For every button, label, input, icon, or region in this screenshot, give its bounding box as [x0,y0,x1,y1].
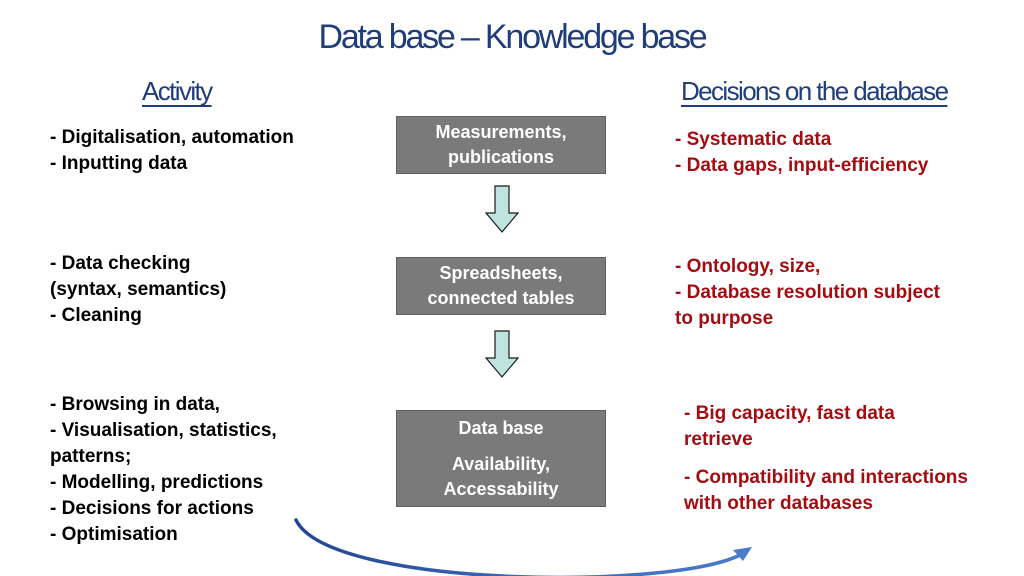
list-item: - Cleaning [50,305,142,326]
decisions-group-1: - Systematic data - Data gaps, input-eff… [675,127,928,179]
measurements-box: Measurements, publications [396,116,606,174]
activity-group-1: - Digitalisation, automation - Inputting… [50,125,294,177]
list-item: to purpose [675,308,774,329]
list-item: - Systematic data [675,129,832,150]
list-item: - Visualisation, statistics, [50,420,277,441]
box-title: Data base [458,417,544,438]
activity-heading: Activity [142,76,213,106]
list-item: with other databases [684,493,873,514]
list-item: retrieve [684,429,753,450]
list-item: - Optimisation [50,524,178,545]
activity-group-2: - Data checking (syntax, semantics) - Cl… [50,251,226,329]
list-item: patterns; [50,446,132,467]
box-line: Accessability [443,478,559,499]
list-item: - Data checking [50,253,191,274]
down-arrow-icon [485,330,519,378]
box-line: Availability, [451,453,551,474]
list-item: - Inputting data [50,153,188,174]
down-arrow-icon [485,185,519,233]
page-title: Data base – Knowledge base [318,18,707,56]
box-line: connected tables [427,288,575,308]
box-line: publications [447,147,554,167]
spreadsheets-box: Spreadsheets, connected tables [396,257,606,315]
list-item: - Big capacity, fast data [684,403,895,424]
box-line: Measurements, [435,122,567,142]
list-item: - Decisions for actions [50,498,254,519]
list-item: - Compatibility and interactions [684,467,968,488]
list-item: - Data gaps, input-efficiency [675,155,929,176]
activity-group-3: - Browsing in data, - Visualisation, sta… [50,392,277,548]
database-box: Data base Availability, Accessability [396,410,606,507]
list-item: - Database resolution subject [675,282,941,303]
decisions-group-3a: - Big capacity, fast data retrieve [684,401,895,453]
box-line: Spreadsheets, [439,263,563,283]
decisions-heading: Decisions on the database [681,76,949,106]
list-item: - Ontology, size, [675,256,821,277]
decisions-group-2: - Ontology, size, - Database resolution … [675,254,940,332]
list-item: - Modelling, predictions [50,472,264,493]
decisions-group-3b: - Compatibility and interactions with ot… [684,465,968,517]
list-item: (syntax, semantics) [50,279,227,300]
list-item: - Digitalisation, automation [50,127,294,148]
list-item: - Browsing in data, [50,394,220,415]
